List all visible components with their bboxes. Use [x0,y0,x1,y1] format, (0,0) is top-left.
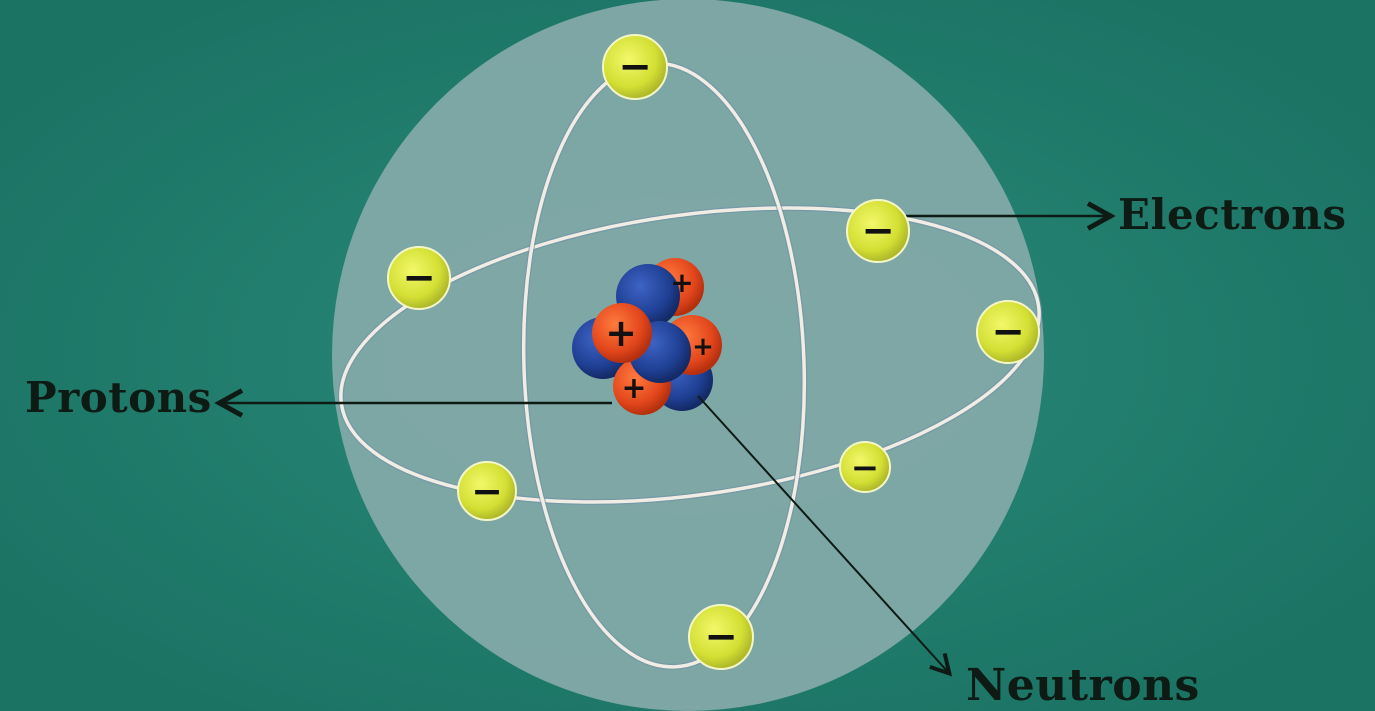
electron-charge: − [991,309,1025,355]
electron-charge: − [471,469,503,513]
proton-charge: + [605,311,637,355]
proton-charge: + [670,266,693,299]
electrons-label: Electrons [1118,190,1347,239]
electron-charge: − [402,255,436,301]
electron: − [458,462,516,520]
electron-charge: − [861,208,895,254]
proton-charge: + [692,332,714,362]
electron-charge: − [851,448,880,488]
electron: − [603,35,667,99]
electron: − [840,442,890,492]
neutrons-label: Neutrons [966,660,1200,711]
electron: − [388,247,450,309]
proton-charge: + [621,371,646,406]
electron: − [977,301,1039,363]
electron: − [689,605,753,669]
electron: − [847,200,909,262]
electron-charge: − [704,614,738,660]
electron-charge: − [618,44,652,90]
protons-label: Protons [25,373,212,422]
